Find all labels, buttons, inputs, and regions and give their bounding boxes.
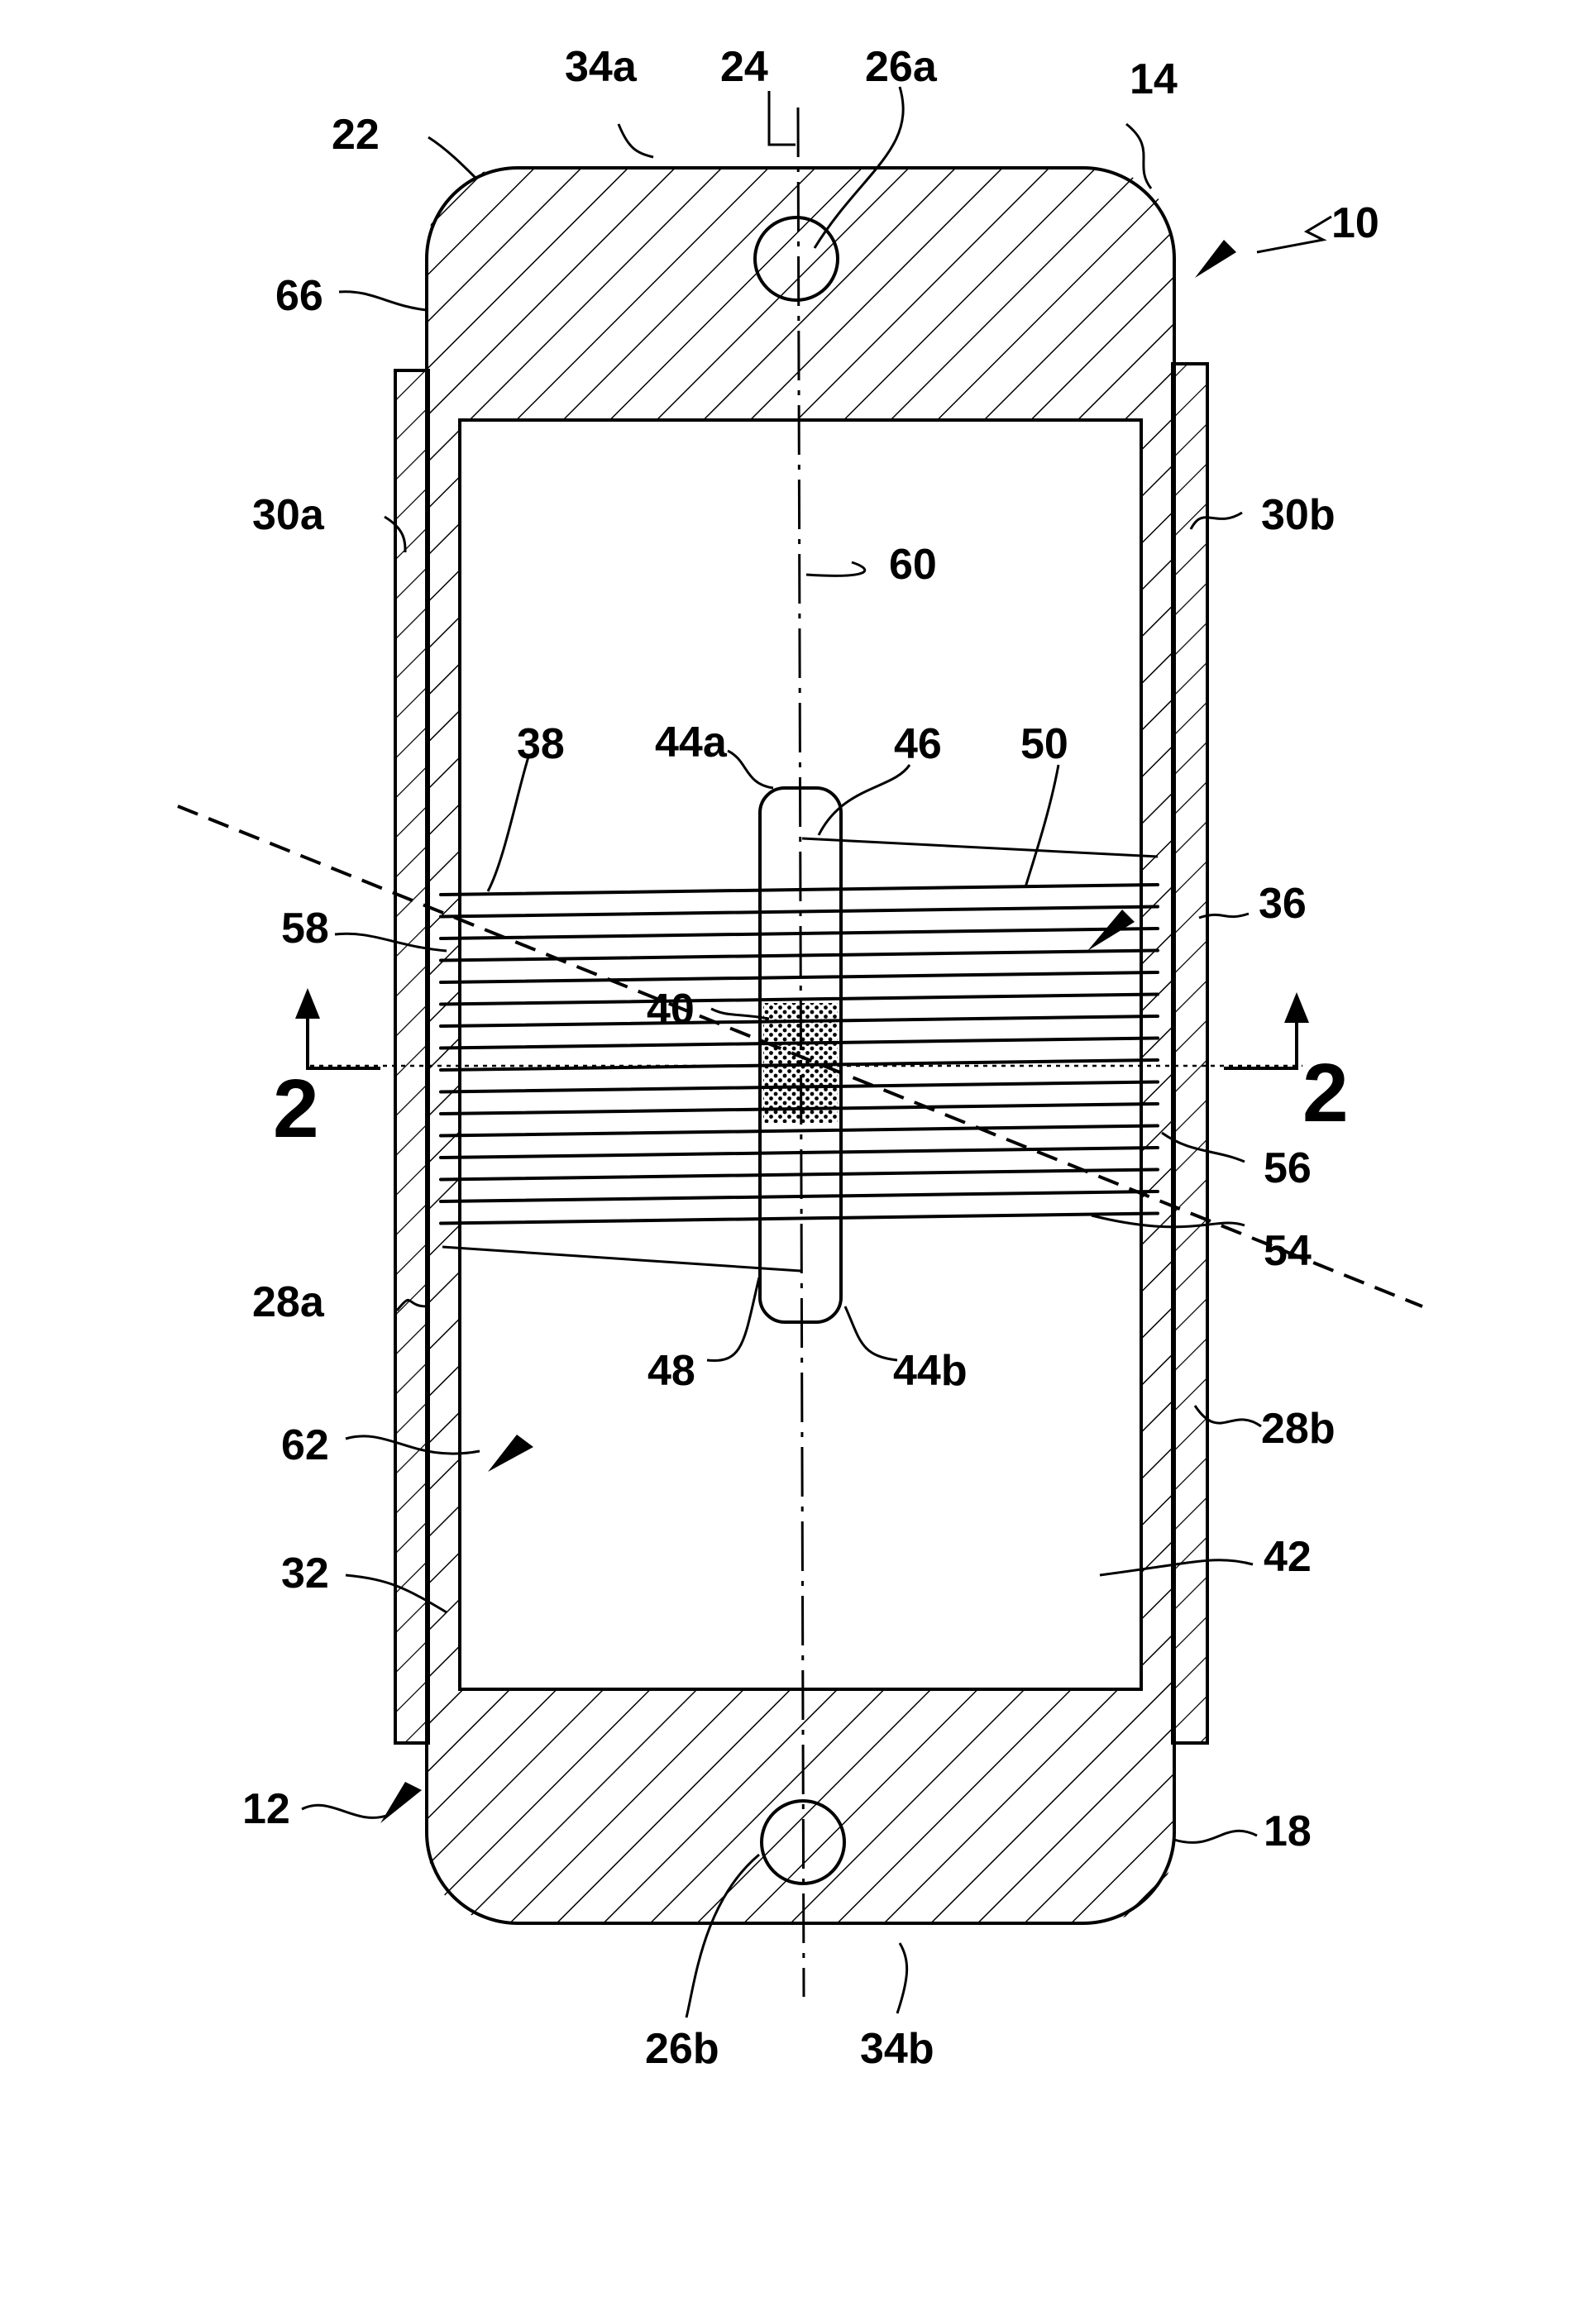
ref-label-34b: 34b [860, 2025, 934, 2073]
ref-label-26b: 26b [645, 2025, 719, 2073]
ref-label-44b: 44b [893, 1347, 968, 1395]
ref-label-42: 42 [1264, 1533, 1312, 1581]
ref-label-14: 14 [1130, 55, 1178, 103]
ref-label-50: 50 [1020, 720, 1068, 768]
ref-label-18: 18 [1264, 1807, 1312, 1855]
ref-label-66: 66 [275, 272, 323, 320]
ref-label-22: 22 [332, 111, 380, 159]
ref-label-30b: 30b [1261, 491, 1336, 539]
ref-label-28b: 28b [1261, 1405, 1336, 1453]
ref-label-62: 62 [281, 1421, 329, 1469]
ref-label-44a: 44a [655, 719, 728, 766]
winding-turn [441, 1214, 1158, 1224]
winding-lead-bottom [442, 1247, 800, 1271]
right-side-strip [1173, 364, 1207, 1743]
winding-turn [441, 1170, 1158, 1180]
winding-lead-top [802, 838, 1158, 857]
winding-turn [441, 1191, 1158, 1201]
ref-label-56: 56 [1264, 1144, 1312, 1192]
winding-turn [441, 929, 1158, 938]
ref-label-30a: 30a [252, 491, 325, 539]
ref-label-54: 54 [1264, 1227, 1312, 1275]
ref-label-36: 36 [1259, 880, 1307, 928]
ref-label-26a: 26a [865, 43, 938, 91]
winding-turn [441, 995, 1158, 1005]
section-mark-right: 2 [1302, 1047, 1349, 1139]
ref-label-10: 10 [1331, 199, 1379, 247]
ref-label-60: 60 [889, 541, 937, 589]
ref-label-38: 38 [517, 720, 565, 768]
winding-turn [441, 1126, 1158, 1136]
ref-label-32: 32 [281, 1550, 329, 1597]
ref-label-58: 58 [281, 905, 329, 953]
ref-label-46: 46 [894, 720, 942, 768]
winding-turn [441, 972, 1158, 982]
ref-label-34a: 34a [565, 43, 638, 91]
section-mark-left: 2 [273, 1062, 319, 1155]
ref-label-48: 48 [647, 1347, 695, 1395]
ref-label-12: 12 [242, 1785, 290, 1833]
ref-label-24: 24 [720, 43, 768, 91]
ref-label-28a: 28a [252, 1278, 325, 1326]
ref-label-40: 40 [647, 986, 695, 1034]
left-side-strip [395, 370, 428, 1743]
